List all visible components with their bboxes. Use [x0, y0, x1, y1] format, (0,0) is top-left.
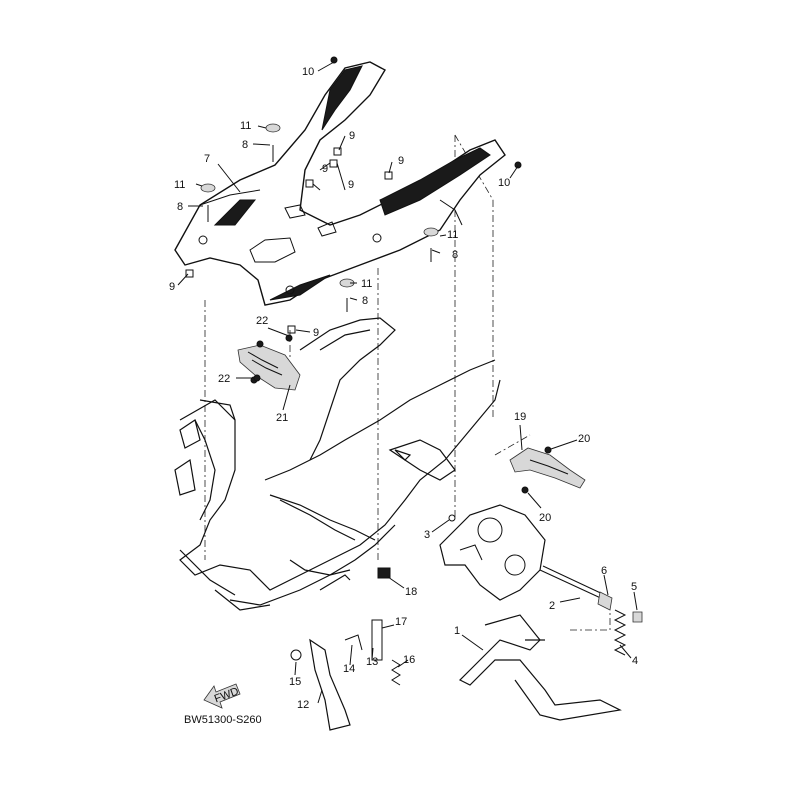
callout-20b: 20 [539, 512, 551, 524]
callout-11b: 11 [174, 179, 185, 191]
callout-8d: 8 [362, 295, 368, 307]
callout-14: 14 [343, 663, 355, 675]
callout-17: 17 [395, 616, 407, 628]
main-frame [174, 317, 501, 611]
callout-22b: 22 [218, 373, 230, 385]
callout-4: 4 [632, 655, 638, 667]
center-stand [458, 614, 622, 721]
callout-5: 5 [631, 581, 637, 593]
callout-21: 21 [276, 412, 288, 424]
leader-lines [177, 61, 638, 704]
callout-7: 7 [204, 153, 210, 165]
callout-16: 16 [403, 654, 415, 666]
callout-10b: 10 [498, 177, 510, 189]
callout-3: 3 [424, 529, 430, 541]
callout-15: 15 [289, 676, 301, 688]
callout-11a: 11 [240, 120, 251, 132]
callout-9a: 9 [349, 130, 355, 142]
engine-mount [439, 504, 546, 601]
bracket-18 [377, 567, 391, 579]
center-stand-shaft [539, 565, 613, 611]
callout-1: 1 [454, 625, 460, 637]
callout-13: 13 [366, 656, 378, 668]
callout-10a: 10 [302, 66, 314, 78]
footrest-right [509, 446, 586, 494]
side-stand [290, 619, 401, 731]
stand-spring [613, 609, 643, 656]
callout-12: 12 [297, 699, 309, 711]
callout-9c: 9 [398, 155, 404, 167]
fwd-arrow-icon: FWD [203, 683, 241, 709]
callout-2: 2 [549, 600, 555, 612]
callout-6: 6 [601, 565, 607, 577]
callout-11d: 11 [361, 278, 372, 290]
callout-9d: 9 [348, 179, 354, 191]
footboard-panel [174, 61, 506, 306]
footrest-left [237, 340, 301, 391]
callout-numbers: 10 10 11 11 11 11 8 8 8 8 7 9 9 9 9 9 9 … [169, 66, 638, 711]
callout-8b: 8 [177, 201, 183, 213]
callout-9b: 9 [322, 163, 328, 175]
callout-9f: 9 [313, 327, 319, 339]
callout-11c: 11 [447, 229, 458, 241]
callout-22a: 22 [256, 315, 268, 327]
callout-9e: 9 [169, 281, 175, 293]
figure-code: BW51300-S260 [184, 714, 262, 726]
callout-19: 19 [514, 411, 526, 423]
hardware-items [185, 56, 522, 522]
callout-8a: 8 [242, 139, 248, 151]
callout-20a: 20 [578, 433, 590, 445]
fwd-label: FWD [213, 685, 241, 705]
callout-8c: 8 [452, 249, 458, 261]
callout-18: 18 [405, 586, 417, 598]
